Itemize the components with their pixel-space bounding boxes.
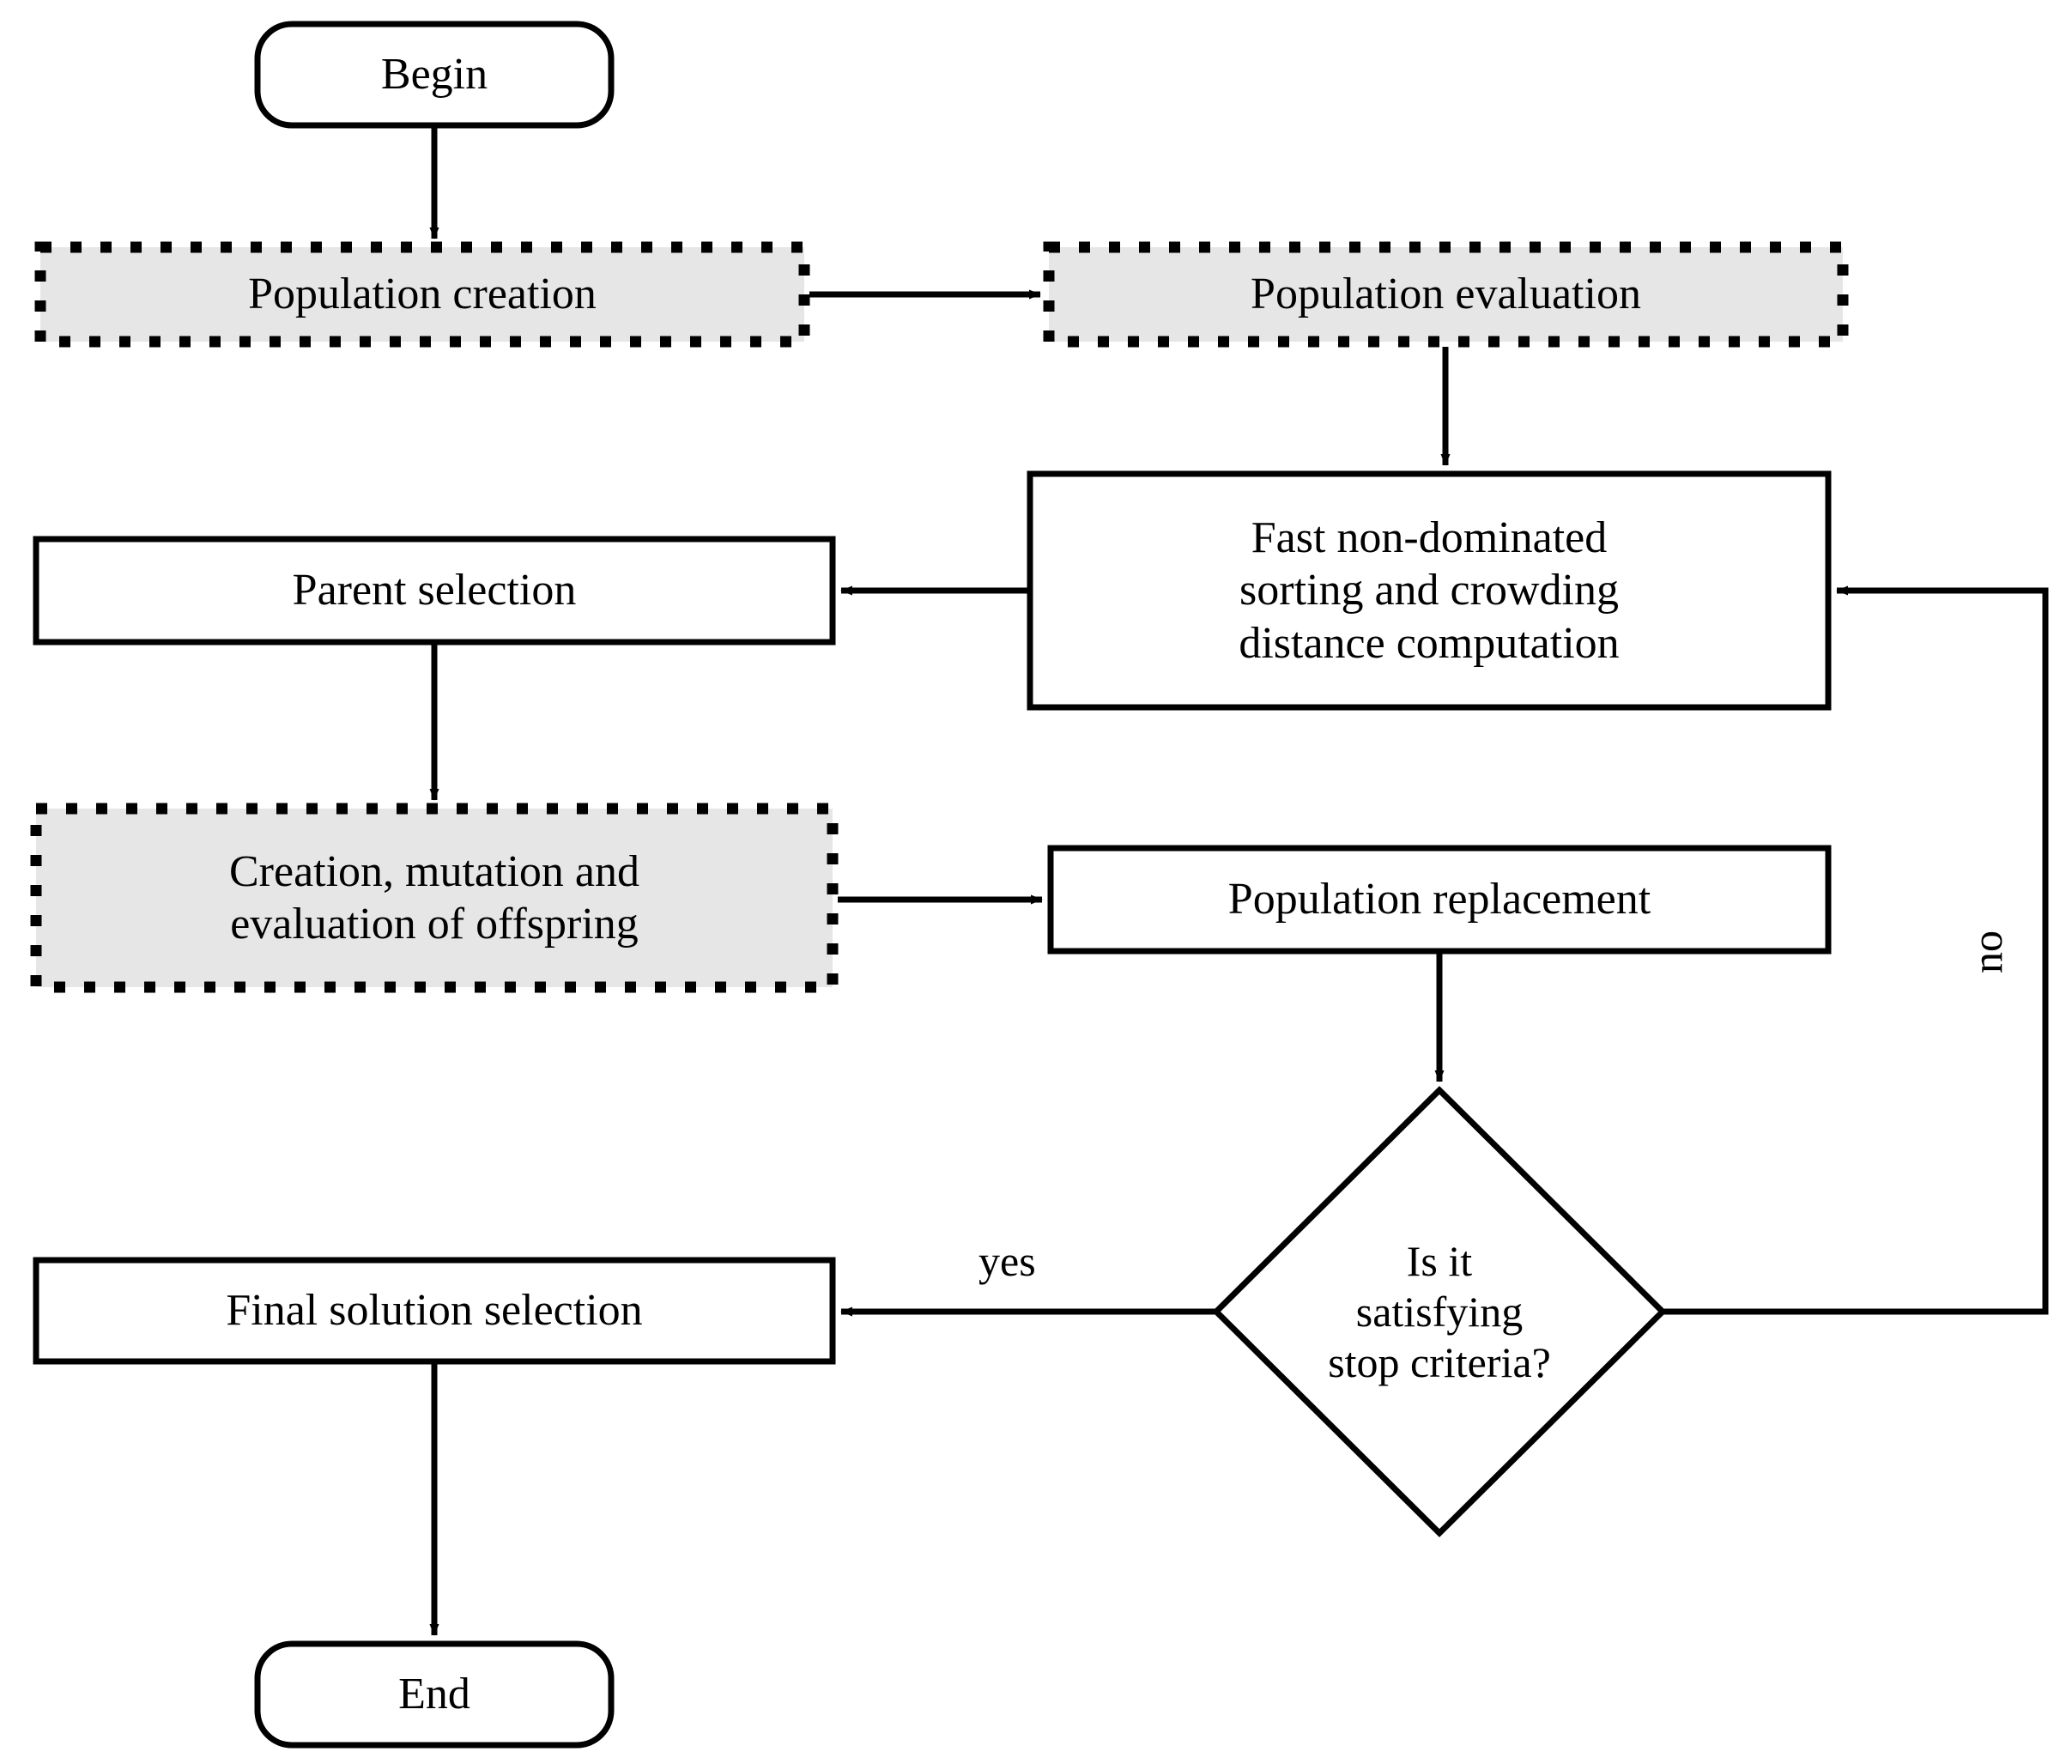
node-final-solution-selection[interactable] <box>33 1257 836 1365</box>
node-fast-nondominated-sorting[interactable] <box>1027 470 1832 711</box>
node-population-replacement[interactable] <box>1047 845 1832 955</box>
node-population-creation-fill <box>40 247 804 342</box>
node-stop-criteria-decision[interactable] <box>1212 1086 1667 1537</box>
node-begin[interactable] <box>254 21 615 129</box>
node-population-creation[interactable] <box>34 241 810 348</box>
node-end[interactable] <box>254 1640 615 1749</box>
node-creation-mutation-evaluation-fill <box>36 809 833 987</box>
node-parent-selection[interactable] <box>33 536 836 646</box>
node-population-evaluation-fill <box>1049 247 1843 342</box>
node-creation-mutation-evaluation[interactable] <box>30 803 839 993</box>
edge-decision-no-to-sorting <box>1663 585 2049 1315</box>
node-population-evaluation[interactable] <box>1043 241 1849 348</box>
